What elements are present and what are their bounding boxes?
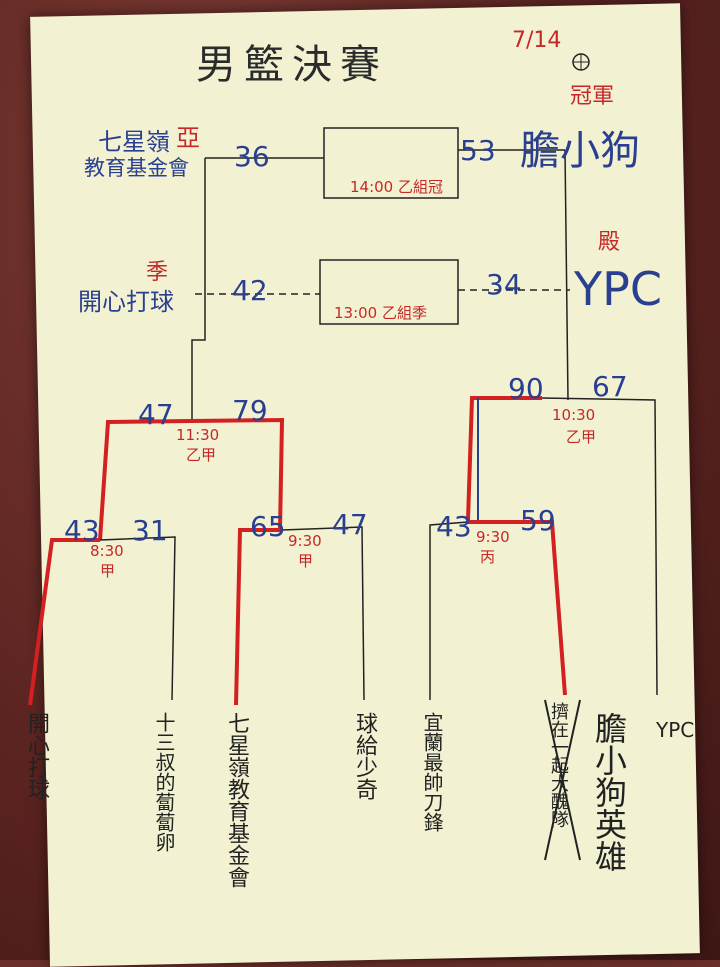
final-right-team: 膽小狗 xyxy=(520,128,640,174)
right-semi-line xyxy=(541,397,658,696)
r1g3-score-right: 59 xyxy=(520,504,556,537)
strike-line-2 xyxy=(544,699,581,861)
r1g3-label: 丙 xyxy=(480,548,496,566)
semi-left-time: 11:30 xyxy=(176,426,220,444)
left-semi-red-line xyxy=(98,417,285,541)
team-name: 七星嶺教育基金會 xyxy=(224,712,249,888)
semi-right-score-right: 67 xyxy=(592,370,628,403)
semi-left-score-right: 79 xyxy=(232,394,268,427)
left-path-line xyxy=(191,158,206,420)
r1g3-score-left: 43 xyxy=(436,510,472,543)
r1g3-time: 9:30 xyxy=(476,528,510,546)
team-name: 開心打球 xyxy=(24,712,49,800)
semi-left-label: 乙甲 xyxy=(186,446,217,464)
third-left-team: 開心打球 xyxy=(78,288,174,316)
r1g1-score-left: 43 xyxy=(64,514,100,547)
semi-right-score-left: 90 xyxy=(508,372,544,405)
final-right-place: 冠軍 xyxy=(570,84,615,109)
third-right-place: 殿 xyxy=(598,230,621,255)
r1g3-left-line xyxy=(429,521,469,700)
third-left-place: 季 xyxy=(146,260,169,285)
team-name: 十三叔的蔔蔔卵 xyxy=(152,712,176,852)
final-left-score: 36 xyxy=(234,140,270,173)
semi-left-score-left: 47 xyxy=(138,398,174,431)
team-name: 膽小狗英雄 xyxy=(590,712,628,872)
r1g2-red-line xyxy=(234,528,282,706)
r1g2-score-right: 47 xyxy=(332,508,368,541)
team-name: 球給少奇 xyxy=(352,712,377,800)
final-left-place: 亞 xyxy=(176,124,200,152)
r1g2-label: 甲 xyxy=(298,552,314,570)
r1g2-score-left: 65 xyxy=(250,510,286,543)
r1g1-red-line xyxy=(28,538,100,706)
final-left-team-line2: 教育基金會 xyxy=(84,156,189,180)
r1g2-right-line xyxy=(281,526,365,701)
third-right-score: 34 xyxy=(486,268,522,301)
final-game-box xyxy=(323,127,459,199)
right-path-line xyxy=(564,149,569,401)
third-right-team: YPC xyxy=(574,262,662,316)
team-name: YPC xyxy=(656,718,695,742)
r1g1-label: 甲 xyxy=(100,562,116,580)
semi-right-label: 乙甲 xyxy=(566,428,597,446)
semi-right-time: 10:30 xyxy=(552,406,596,424)
r1g1-score-right: 31 xyxy=(132,514,168,547)
team-name-struck: 擠在一起大醜隊 xyxy=(548,702,569,828)
basketball-icon xyxy=(572,53,590,71)
team-name: 宜蘭最帥刀鋒 xyxy=(420,712,444,832)
r1g2-time: 9:30 xyxy=(288,532,322,550)
final-right-score: 53 xyxy=(460,134,496,167)
third-left-score: 42 xyxy=(232,274,268,307)
date-label: 7/14 xyxy=(512,28,562,53)
r1g1-time: 8:30 xyxy=(90,542,124,560)
final-game-label: 14:00 乙組冠 xyxy=(350,178,443,196)
r1g3-red-line xyxy=(468,520,567,696)
third-game-label: 13:00 乙組季 xyxy=(334,304,427,322)
third-game-box xyxy=(319,259,459,325)
final-left-team-line1: 七星嶺 xyxy=(98,128,170,156)
r1g1-right-line xyxy=(99,536,176,701)
page-title: 男籃決賽 xyxy=(196,42,388,88)
right-semi-red-line xyxy=(466,396,542,521)
